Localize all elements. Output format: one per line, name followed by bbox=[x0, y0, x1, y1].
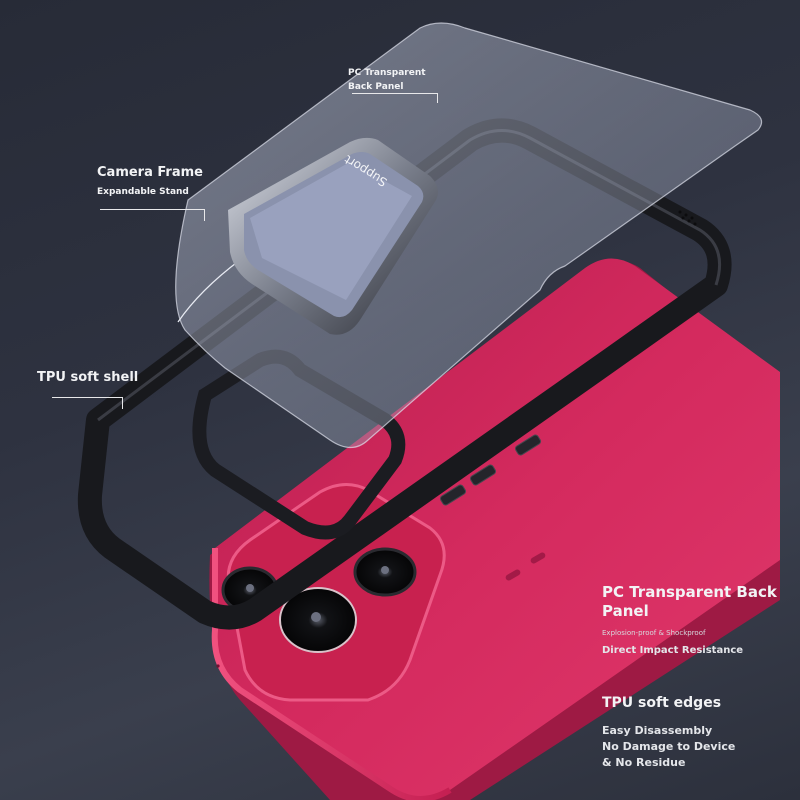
leader-line-tpu-vertical bbox=[122, 397, 123, 409]
feature-pc-title: PC Transparent Back Panel bbox=[602, 583, 777, 620]
callout-pc-transparent-back-panel: PC Transparent Back Panel bbox=[348, 66, 426, 94]
callout-tpu-soft-shell: TPU soft shell bbox=[37, 370, 138, 385]
phone-body bbox=[209, 258, 780, 800]
feature-tpu-benefit: Easy Disassembly bbox=[602, 724, 713, 737]
camera-frame-stand: Support bbox=[228, 137, 438, 335]
callout-camera-title: Camera Frame bbox=[97, 165, 203, 180]
case-button-3 bbox=[514, 434, 542, 456]
callout-tpu-title: TPU soft shell bbox=[37, 370, 139, 385]
feature-tpu-benefits: Easy Disassembly No Damage to Device & N… bbox=[602, 723, 792, 771]
case-button-1 bbox=[439, 484, 467, 506]
feature-tpu-benefit: & No Residue bbox=[602, 756, 686, 769]
leader-line-tpu bbox=[52, 397, 122, 398]
callout-pc-line2: Back Panel bbox=[348, 82, 404, 92]
leader-line-camera-vertical bbox=[204, 209, 205, 221]
feature-tpu-title: TPU soft edges bbox=[602, 695, 722, 711]
feature-tpu-benefit: No Damage to Device bbox=[602, 740, 736, 753]
feature-pc-transparent-back-panel: PC Transparent Back Panel Explosion-proo… bbox=[602, 583, 792, 656]
feature-pc-tagline: Explosion-proof & Shockproof bbox=[602, 629, 706, 637]
callout-camera-subtitle: Expandable Stand bbox=[97, 187, 189, 197]
leader-line-pc bbox=[352, 93, 437, 94]
callout-pc-line1: PC Transparent bbox=[348, 68, 426, 78]
callout-camera-frame: Camera Frame Expandable Stand bbox=[97, 164, 203, 200]
leader-line-pc-vertical bbox=[437, 93, 438, 103]
camera-island bbox=[221, 483, 446, 702]
feature-pc-benefit: Direct Impact Resistance bbox=[602, 645, 744, 656]
leader-line-camera bbox=[100, 209, 204, 210]
feature-tpu-soft-edges: TPU soft edges Easy Disassembly No Damag… bbox=[602, 694, 792, 771]
case-button-2 bbox=[469, 464, 497, 486]
